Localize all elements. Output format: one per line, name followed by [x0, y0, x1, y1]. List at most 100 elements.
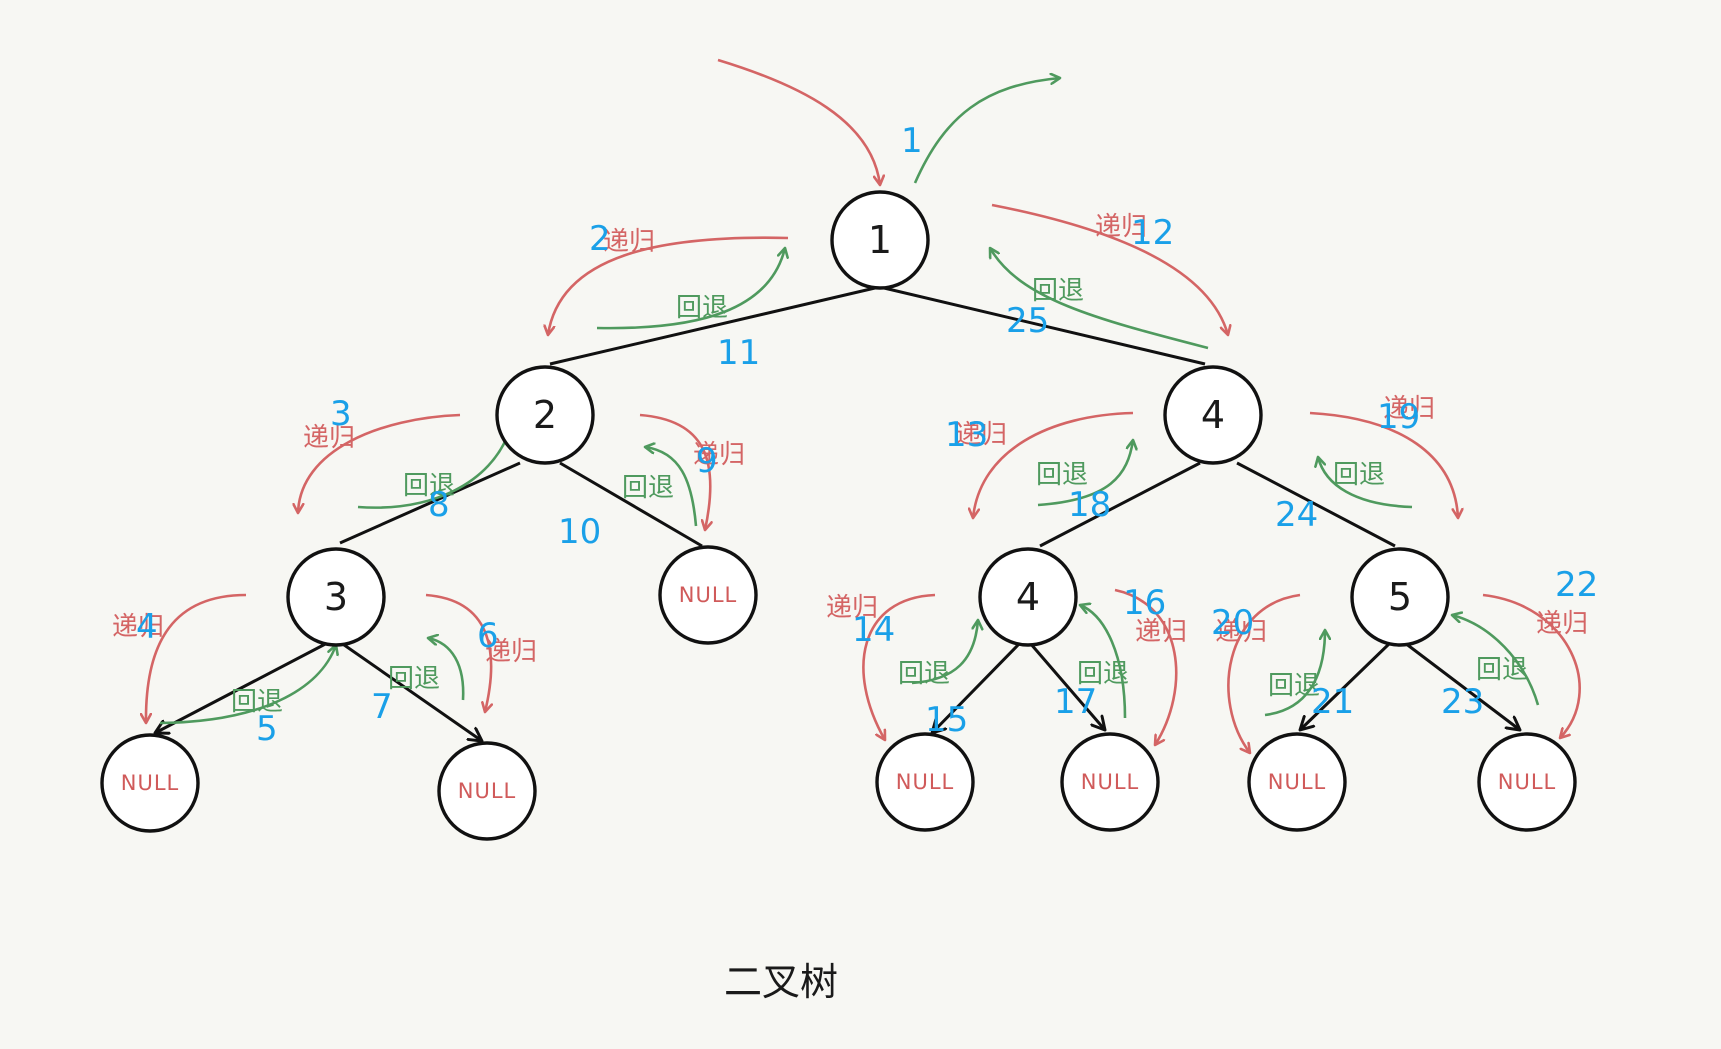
step-number-9: 9 [696, 441, 718, 481]
backtrack-label: 回退 [231, 687, 283, 717]
recursion-arrows [146, 58, 1581, 753]
diagram-caption: 二叉树 [724, 960, 838, 1004]
recurse-label: 递归 [1095, 212, 1147, 242]
step-number-6: 6 [477, 616, 499, 656]
step-number-12: 12 [1131, 213, 1174, 253]
step-number-3: 3 [330, 394, 352, 434]
tree-node-null-5l: NULL [1247, 732, 1347, 832]
recurse-arrow-5-null-right [1482, 593, 1581, 738]
recurse-arrow-3-null-left [146, 593, 247, 723]
step-numbers: 1 2 3 4 5 6 7 8 9 10 11 12 13 14 15 16 1… [136, 121, 1598, 749]
tree-node-null-4l: NULL [875, 732, 975, 832]
recurse-arrow-1-2 [548, 236, 789, 335]
node-value: NULL [679, 583, 737, 607]
backtrack-label: 回退 [1476, 655, 1528, 685]
node-value: NULL [121, 771, 179, 795]
edge-1-2 [549, 286, 876, 366]
step-number-5: 5 [256, 709, 278, 749]
step-number-21: 21 [1311, 682, 1354, 722]
step-number-4: 4 [136, 607, 158, 647]
backtrack-arrow-null-3-left [159, 645, 336, 725]
node-value: 5 [1388, 575, 1412, 619]
recurse-arrow-5-null-left [1227, 593, 1301, 753]
recurse-arrow-4b-null-right [1114, 588, 1178, 745]
backtrack-label: 回退 [1036, 460, 1088, 490]
step-number-8: 8 [428, 485, 450, 525]
step-number-11: 11 [717, 333, 760, 373]
recurse-arrow-entry [717, 58, 880, 185]
recurse-label: 递归 [485, 637, 537, 667]
step-number-25: 25 [1006, 301, 1049, 341]
recurse-arrow-4-5 [1309, 411, 1458, 518]
backtrack-arrow-null-3-right [428, 638, 465, 701]
backtrack-arrow-null-4b-left [911, 620, 978, 685]
step-number-13: 13 [945, 415, 988, 455]
backtrack-arrow-null-4b-right [1080, 605, 1127, 719]
recurse-label: 递归 [603, 227, 655, 257]
tree-node-1: 1 [830, 190, 930, 290]
edge-2-null [559, 461, 703, 548]
node-value: 3 [324, 575, 348, 619]
tree-node-4: 4 [1163, 365, 1263, 465]
edge-5-null-right [1404, 641, 1520, 730]
backtrack-arrow-4b-4 [1037, 440, 1133, 507]
edge-3-null-left [155, 638, 334, 733]
step-number-22: 22 [1555, 565, 1598, 605]
backtrack-label: 回退 [1333, 460, 1385, 490]
step-number-19: 19 [1377, 397, 1420, 437]
edge-1-4 [883, 286, 1206, 366]
recurse-label: 递归 [112, 612, 164, 642]
edge-4b-null-left [932, 641, 1022, 733]
backtrack-arrow-null-5-right [1452, 615, 1540, 706]
tree-node-3: 3 [286, 547, 386, 647]
tree-node-null-2r: NULL [658, 545, 758, 645]
edge-2-3 [339, 461, 521, 545]
node-value: 4 [1201, 393, 1225, 437]
recurse-label: 递归 [693, 440, 745, 470]
backtrack-arrows [159, 78, 1540, 725]
edge-5-null-left [1300, 641, 1392, 730]
node-value: NULL [458, 779, 516, 803]
backtrack-label: 回退 [1032, 276, 1084, 306]
recurse-arrow-4-4 [973, 411, 1134, 518]
recurse-label: 递归 [826, 593, 878, 623]
tree-node-null-5r: NULL [1477, 732, 1577, 832]
backtrack-label: 回退 [676, 293, 728, 323]
recurse-label: 递归 [1536, 609, 1588, 639]
recurse-arrow-2-null [639, 413, 710, 530]
tree-node-null-4r: NULL [1060, 732, 1160, 832]
recurse-labels: 递归 递归 递归 递归 递归 递归 递归 递归 递归 递归 递归 递归 [112, 212, 1588, 667]
tree-edges [155, 286, 1520, 741]
backtrack-arrow-null-2 [645, 447, 698, 527]
recurse-arrow-4b-null-left [862, 593, 936, 740]
step-number-7: 7 [371, 687, 393, 727]
backtrack-label: 回退 [898, 659, 950, 689]
step-number-20: 20 [1211, 603, 1254, 643]
node-value: NULL [1498, 770, 1556, 794]
backtrack-label: 回退 [1077, 659, 1129, 689]
node-value: NULL [1268, 770, 1326, 794]
backtrack-arrow-5-4 [1318, 457, 1413, 509]
recurse-label: 递归 [955, 420, 1007, 450]
step-number-2: 2 [589, 219, 611, 259]
tree-node-5: 5 [1350, 547, 1450, 647]
node-value: 2 [533, 393, 557, 437]
backtrack-arrow-4-1 [990, 248, 1209, 350]
node-value: 4 [1016, 575, 1040, 619]
step-number-18: 18 [1068, 485, 1111, 525]
tree-node-4b: 4 [978, 547, 1078, 647]
recurse-label: 递归 [1135, 617, 1187, 647]
step-number-10: 10 [558, 512, 601, 552]
node-value: NULL [1081, 770, 1139, 794]
backtrack-label: 回退 [388, 664, 440, 694]
backtrack-arrow-null-5-left [1264, 630, 1325, 717]
tree-node-null-3r: NULL [437, 741, 537, 841]
step-number-23: 23 [1441, 682, 1484, 722]
step-number-14: 14 [852, 610, 895, 650]
edge-4-5 [1236, 461, 1396, 548]
step-number-16: 16 [1123, 583, 1166, 623]
node-value: 1 [868, 218, 892, 262]
backtrack-arrow-exit [913, 78, 1060, 184]
backtrack-labels: 回退 回退 回退 回退 回退 回退 回退 回退 回退 回退 回退 回退 [231, 276, 1528, 717]
